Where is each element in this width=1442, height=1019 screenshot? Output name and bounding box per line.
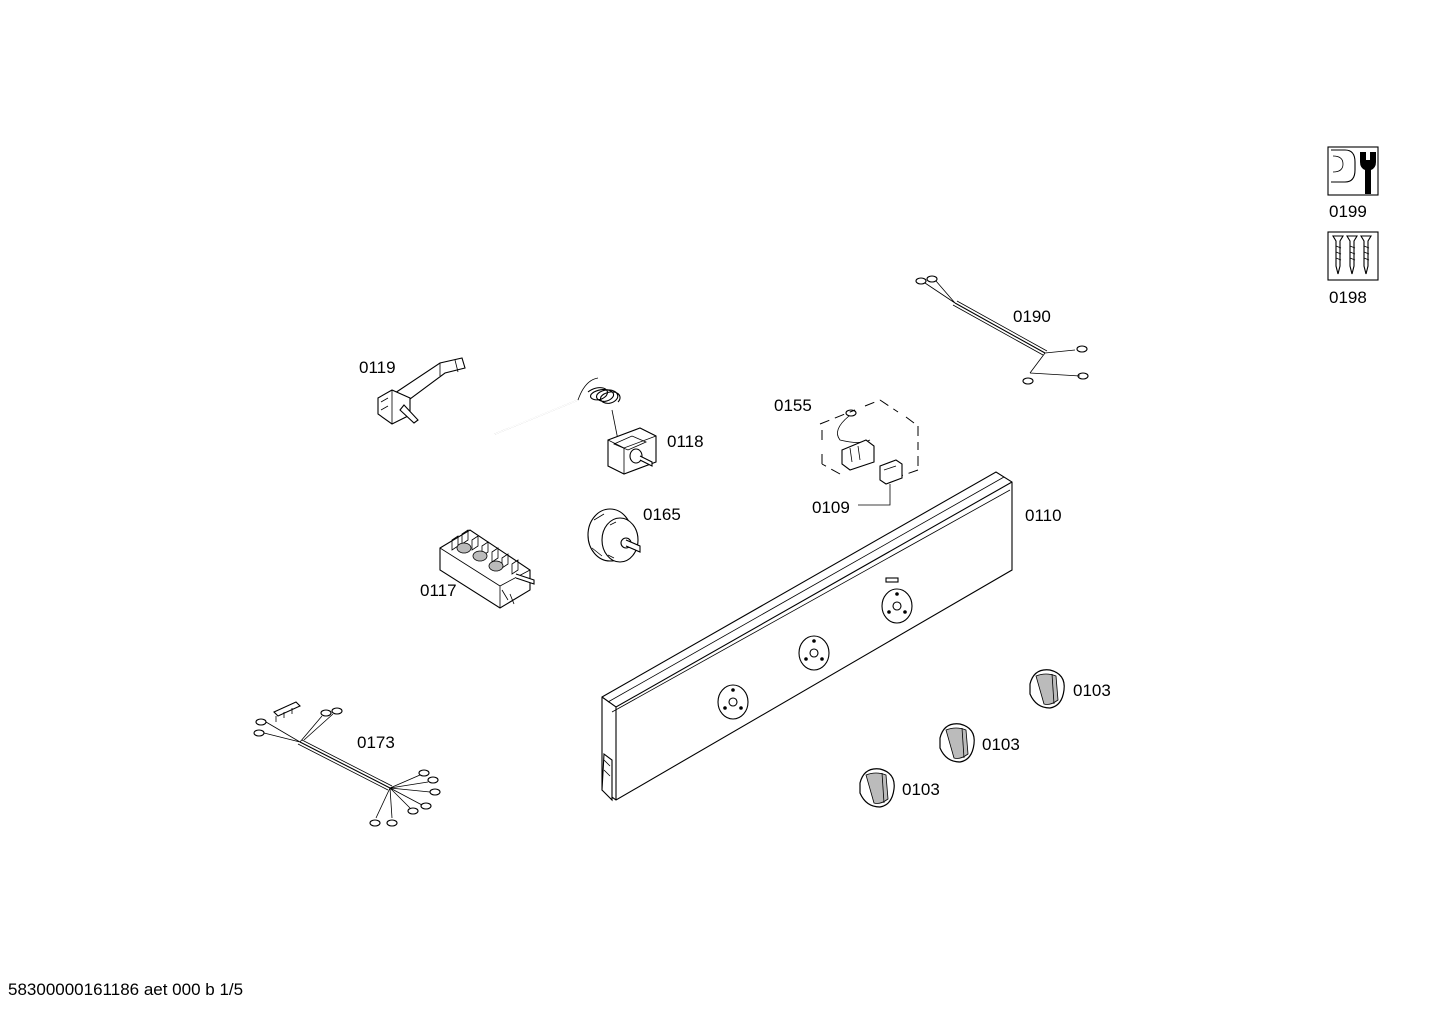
part-label-0155: 0155: [774, 396, 812, 415]
knob-socket-left: [717, 684, 749, 720]
wrench-service-icon: [1327, 146, 1379, 196]
thermostat-0118: [494, 377, 657, 475]
part-label-0109: 0109: [812, 498, 850, 517]
control-panel-0110: [601, 471, 1013, 802]
part-label-0199: 0199: [1329, 202, 1367, 221]
bracket-part-0119: [377, 357, 466, 425]
part-label-0198: 0198: [1329, 288, 1367, 307]
part-label-0173: 0173: [357, 733, 395, 752]
knob-socket-right: [881, 577, 913, 624]
part-label-0117: 0117: [420, 581, 457, 600]
part-label-0119: 0119: [359, 358, 396, 377]
knob-socket-middle: [798, 635, 830, 671]
leader-line-0109: [858, 484, 891, 506]
document-footer: 58300000161186 aet 000 b 1/5: [8, 980, 244, 999]
screws-icon: [1327, 231, 1379, 281]
timer-motor-0165: [587, 508, 641, 563]
part-label-0110: 0110: [1025, 506, 1062, 525]
selector-switch-0117: [439, 529, 535, 609]
part-label-0103-lower: 0103: [902, 780, 940, 799]
knob-0103-lower: [859, 768, 895, 808]
knob-0103-upper: [1029, 669, 1065, 709]
part-label-0190: 0190: [1013, 307, 1051, 326]
part-label-0103-middle: 0103: [982, 735, 1020, 754]
part-label-0118: 0118: [667, 432, 704, 451]
sensor-0155: [819, 399, 919, 485]
wire-harness-0173: [253, 701, 441, 827]
part-label-0103-upper: 0103: [1073, 681, 1111, 700]
wire-harness-0190: [915, 275, 1089, 385]
part-label-0165: 0165: [643, 505, 681, 524]
knob-0103-middle: [939, 723, 975, 763]
